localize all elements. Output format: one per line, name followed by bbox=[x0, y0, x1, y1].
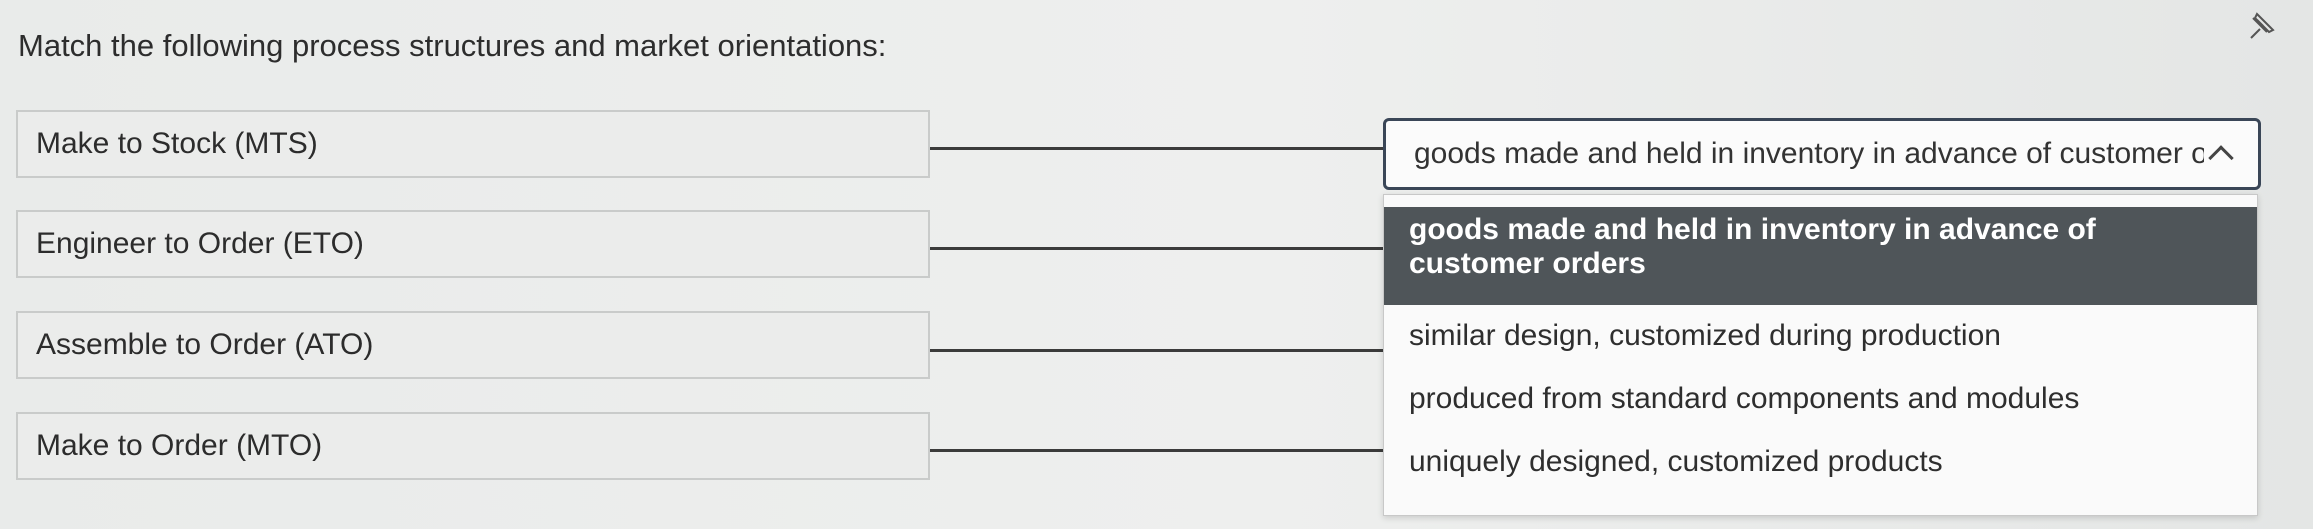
match-item-mto[interactable]: Make to Order (MTO) bbox=[16, 412, 930, 480]
connector-line bbox=[930, 349, 1385, 352]
match-item-label: Make to Order (MTO) bbox=[36, 429, 323, 462]
match-item-mts[interactable]: Make to Stock (MTS) bbox=[16, 110, 930, 178]
match-item-ato[interactable]: Assemble to Order (ATO) bbox=[16, 311, 930, 379]
connector-line bbox=[930, 247, 1385, 250]
connector-line bbox=[930, 147, 1385, 150]
match-item-label: Make to Stock (MTS) bbox=[36, 127, 318, 160]
match-item-label: Engineer to Order (ETO) bbox=[36, 227, 364, 260]
connector-line bbox=[930, 449, 1385, 452]
dropdown-options: goods made and held in inventory in adva… bbox=[1383, 194, 2258, 516]
answer-select[interactable]: goods made and held in inventory in adva… bbox=[1383, 118, 2261, 190]
question-prompt: Match the following process structures a… bbox=[18, 28, 887, 63]
option-selected[interactable]: goods made and held in inventory in adva… bbox=[1384, 207, 2257, 305]
match-item-eto[interactable]: Engineer to Order (ETO) bbox=[16, 210, 930, 278]
match-item-label: Assemble to Order (ATO) bbox=[36, 328, 374, 361]
option-item[interactable]: uniquely designed, customized products bbox=[1409, 445, 1943, 478]
answer-select-value: goods made and held in inventory in adva… bbox=[1414, 137, 2204, 170]
pin-icon[interactable] bbox=[2243, 10, 2277, 44]
chevron-up-icon[interactable] bbox=[2208, 145, 2234, 171]
option-item[interactable]: similar design, customized during produc… bbox=[1409, 319, 2001, 352]
option-item[interactable]: produced from standard components and mo… bbox=[1409, 382, 2080, 415]
